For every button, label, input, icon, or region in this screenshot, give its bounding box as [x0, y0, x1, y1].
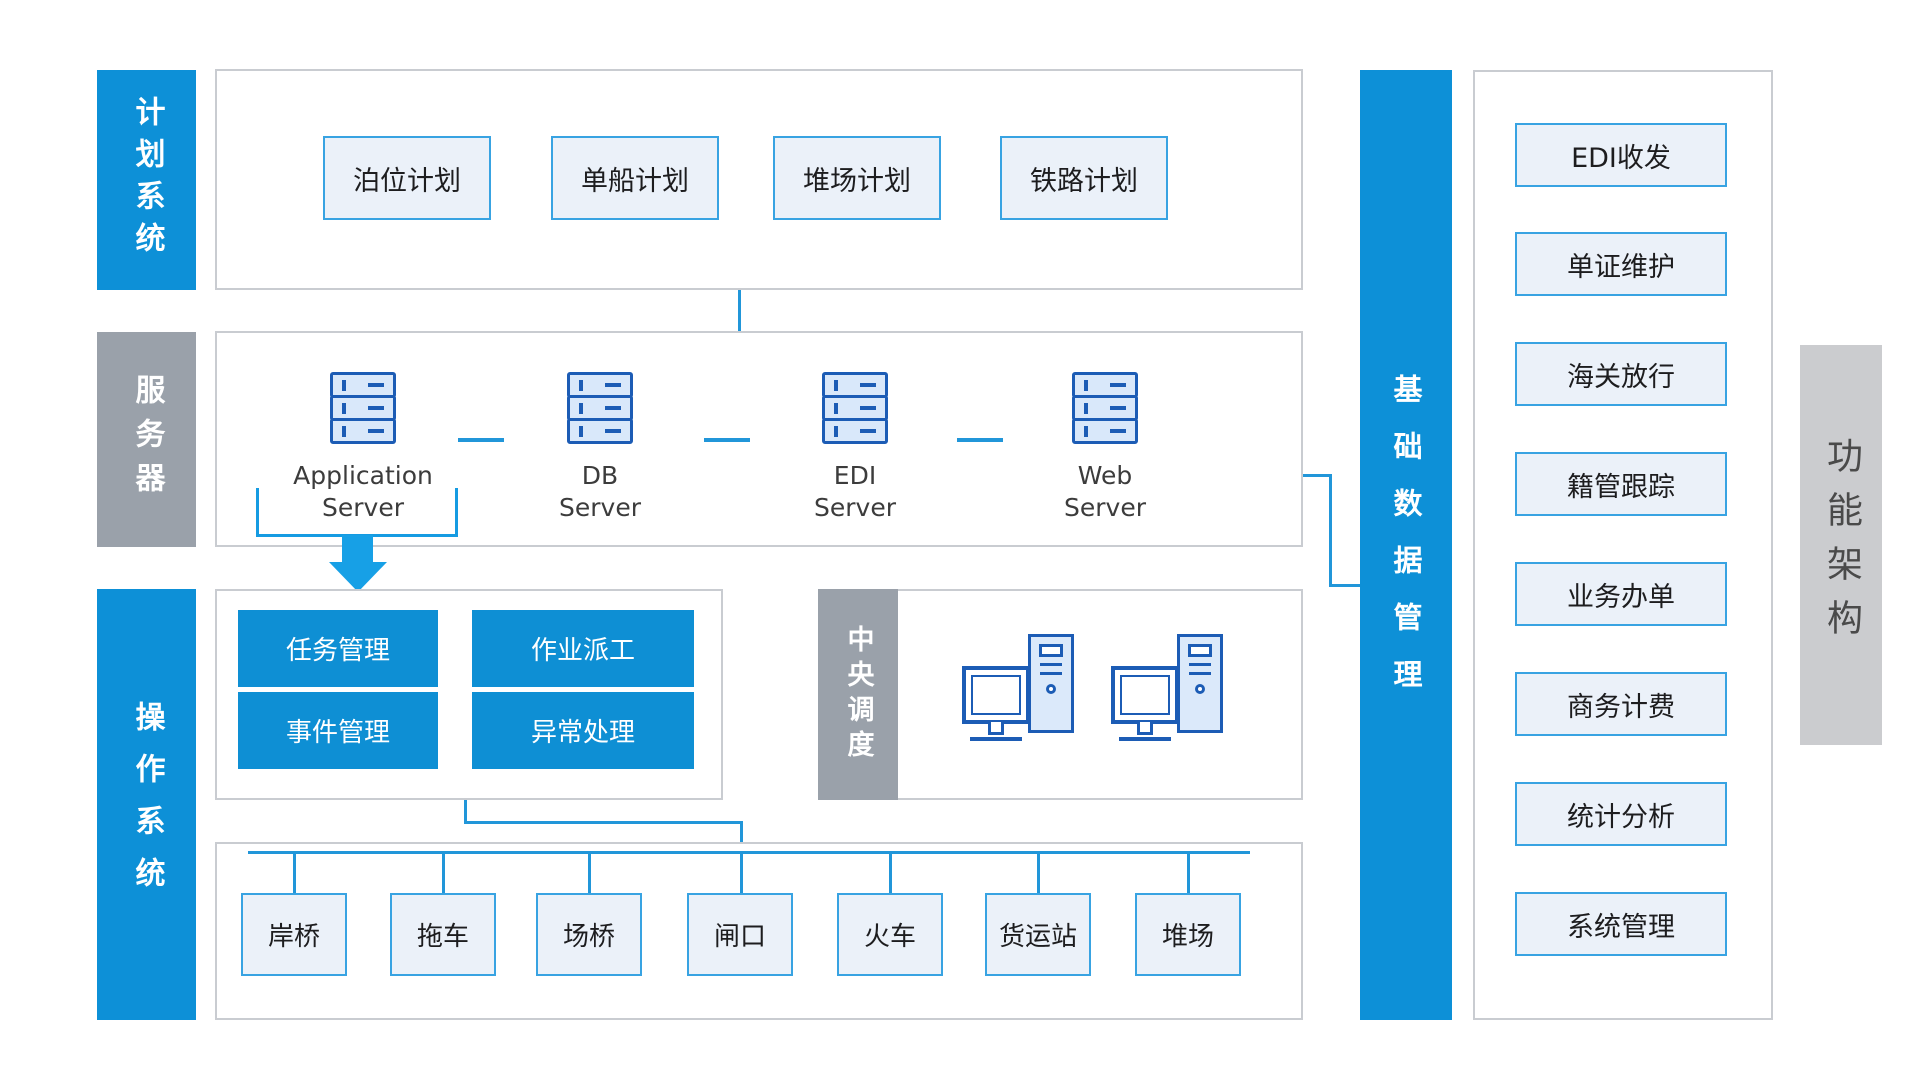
ops-button-task-management-label: 任务管理 [285, 636, 390, 666]
ops-button-exception-handling-label: 异常处理 [530, 718, 635, 748]
ops-button-job-dispatch: 作业派工 [472, 610, 694, 687]
rail-base-data-management: 基础数据管理 [1360, 70, 1452, 1020]
function-container-tracking-label: 籍管跟踪 [1567, 471, 1675, 503]
function-system-management-label: 系统管理 [1567, 911, 1675, 943]
function-statistics-analysis-label: 统计分析 [1567, 801, 1675, 833]
rail-server-label: 服务器 [129, 373, 165, 506]
function-document-maintenance: 单证维护 [1515, 232, 1727, 296]
function-commercial-billing: 商务计费 [1515, 672, 1727, 736]
equipment-drop-line [740, 851, 743, 894]
rail-server: 服务器 [97, 332, 196, 547]
rail-plan-system: 计划系统 [97, 70, 196, 290]
connector-server-to-basedata [1303, 474, 1332, 477]
ops-button-event-management: 事件管理 [238, 692, 438, 769]
planning-item-berth-label: 泊位计划 [353, 165, 461, 197]
equipment-drop-line [889, 851, 892, 894]
central-dispatch-rail: 中央调度 [818, 589, 898, 800]
equipment-drop-line [442, 851, 445, 894]
server-link-dash [458, 438, 504, 442]
server-icon [1072, 372, 1138, 444]
connector-server-to-basedata [1329, 584, 1365, 587]
planning-item-rail: 铁路计划 [1000, 136, 1168, 220]
connector-ops-to-equipment [464, 800, 467, 824]
planning-item-yard: 堆场计划 [773, 136, 941, 220]
rail-operation-system-label: 操作系统 [129, 700, 165, 909]
ops-button-exception-handling: 异常处理 [472, 692, 694, 769]
functions-section-box [1473, 70, 1773, 1020]
planning-item-yard-label: 堆场计划 [803, 165, 911, 197]
equipment-train: 火车 [837, 893, 943, 976]
function-business-orders: 业务办单 [1515, 562, 1727, 626]
server-label-edi: EDI Server [814, 461, 896, 522]
function-customs-release-label: 海关放行 [1567, 361, 1675, 393]
connector-server-to-basedata [1329, 474, 1332, 587]
function-commercial-billing-label: 商务计费 [1567, 691, 1675, 723]
function-statistics-analysis: 统计分析 [1515, 782, 1727, 846]
function-container-tracking: 籍管跟踪 [1515, 452, 1727, 516]
equipment-freight-station: 货运站 [985, 893, 1091, 976]
equipment-drop-line [1187, 851, 1190, 894]
rail-operation-system: 操作系统 [97, 589, 196, 1020]
equipment-bus-line [248, 851, 1250, 854]
server-label-db: DB Server [559, 461, 641, 522]
down-arrow-icon [329, 562, 387, 592]
equipment-drop-line [588, 851, 591, 894]
equipment-yard: 堆场 [1135, 893, 1241, 976]
server-icon [567, 372, 633, 444]
function-system-management: 系统管理 [1515, 892, 1727, 956]
equipment-trailer: 拖车 [390, 893, 496, 976]
server-icon [330, 372, 396, 444]
connector-plan-to-server [738, 290, 741, 331]
equipment-drop-line [293, 851, 296, 894]
server-link-dash [704, 438, 750, 442]
connector-ops-to-equipment [740, 821, 743, 854]
central-dispatch-label: 中央调度 [842, 624, 874, 765]
rail-plan-system-label: 计划系统 [129, 96, 165, 264]
ops-button-event-management-label: 事件管理 [285, 718, 390, 748]
function-edi-exchange: EDI收发 [1515, 123, 1727, 187]
planning-item-vessel: 单船计划 [551, 136, 719, 220]
function-document-maintenance-label: 单证维护 [1567, 251, 1675, 283]
equipment-yard-label: 堆场 [1161, 922, 1214, 952]
connector-ops-to-equipment [464, 821, 743, 824]
rail-base-data-management-label: 基础数据管理 [1389, 374, 1423, 716]
equipment-yard-crane: 场桥 [536, 893, 642, 976]
server-label-web: Web Server [1064, 461, 1146, 522]
equipment-quay-crane: 岸桥 [241, 893, 347, 976]
ops-button-job-dispatch-label: 作业派工 [530, 636, 635, 666]
function-business-orders-label: 业务办单 [1567, 581, 1675, 613]
equipment-drop-line [1037, 851, 1040, 894]
rail-functional-architecture: 功能架构 [1800, 345, 1882, 745]
function-edi-exchange-label: EDI收发 [1571, 142, 1671, 174]
rail-functional-architecture-label: 功能架构 [1821, 437, 1862, 653]
equipment-freight-station-label: 货运站 [998, 922, 1077, 952]
equipment-yard-crane-label: 场桥 [562, 922, 615, 952]
equipment-gate: 闸口 [687, 893, 793, 976]
down-arrow-icon [342, 535, 373, 564]
planning-item-vessel-label: 单船计划 [581, 165, 689, 197]
planning-item-berth: 泊位计划 [323, 136, 491, 220]
equipment-quay-crane-label: 岸桥 [267, 922, 320, 952]
function-customs-release: 海关放行 [1515, 342, 1727, 406]
equipment-trailer-label: 拖车 [416, 922, 469, 952]
bracket-connector [256, 488, 458, 537]
server-icon [822, 372, 888, 444]
equipment-train-label: 火车 [863, 922, 916, 952]
equipment-gate-label: 闸口 [713, 922, 766, 952]
ops-button-task-management: 任务管理 [238, 610, 438, 687]
server-link-dash [957, 438, 1003, 442]
planning-item-rail-label: 铁路计划 [1030, 165, 1138, 197]
server-label-application: Application Server [293, 461, 433, 522]
